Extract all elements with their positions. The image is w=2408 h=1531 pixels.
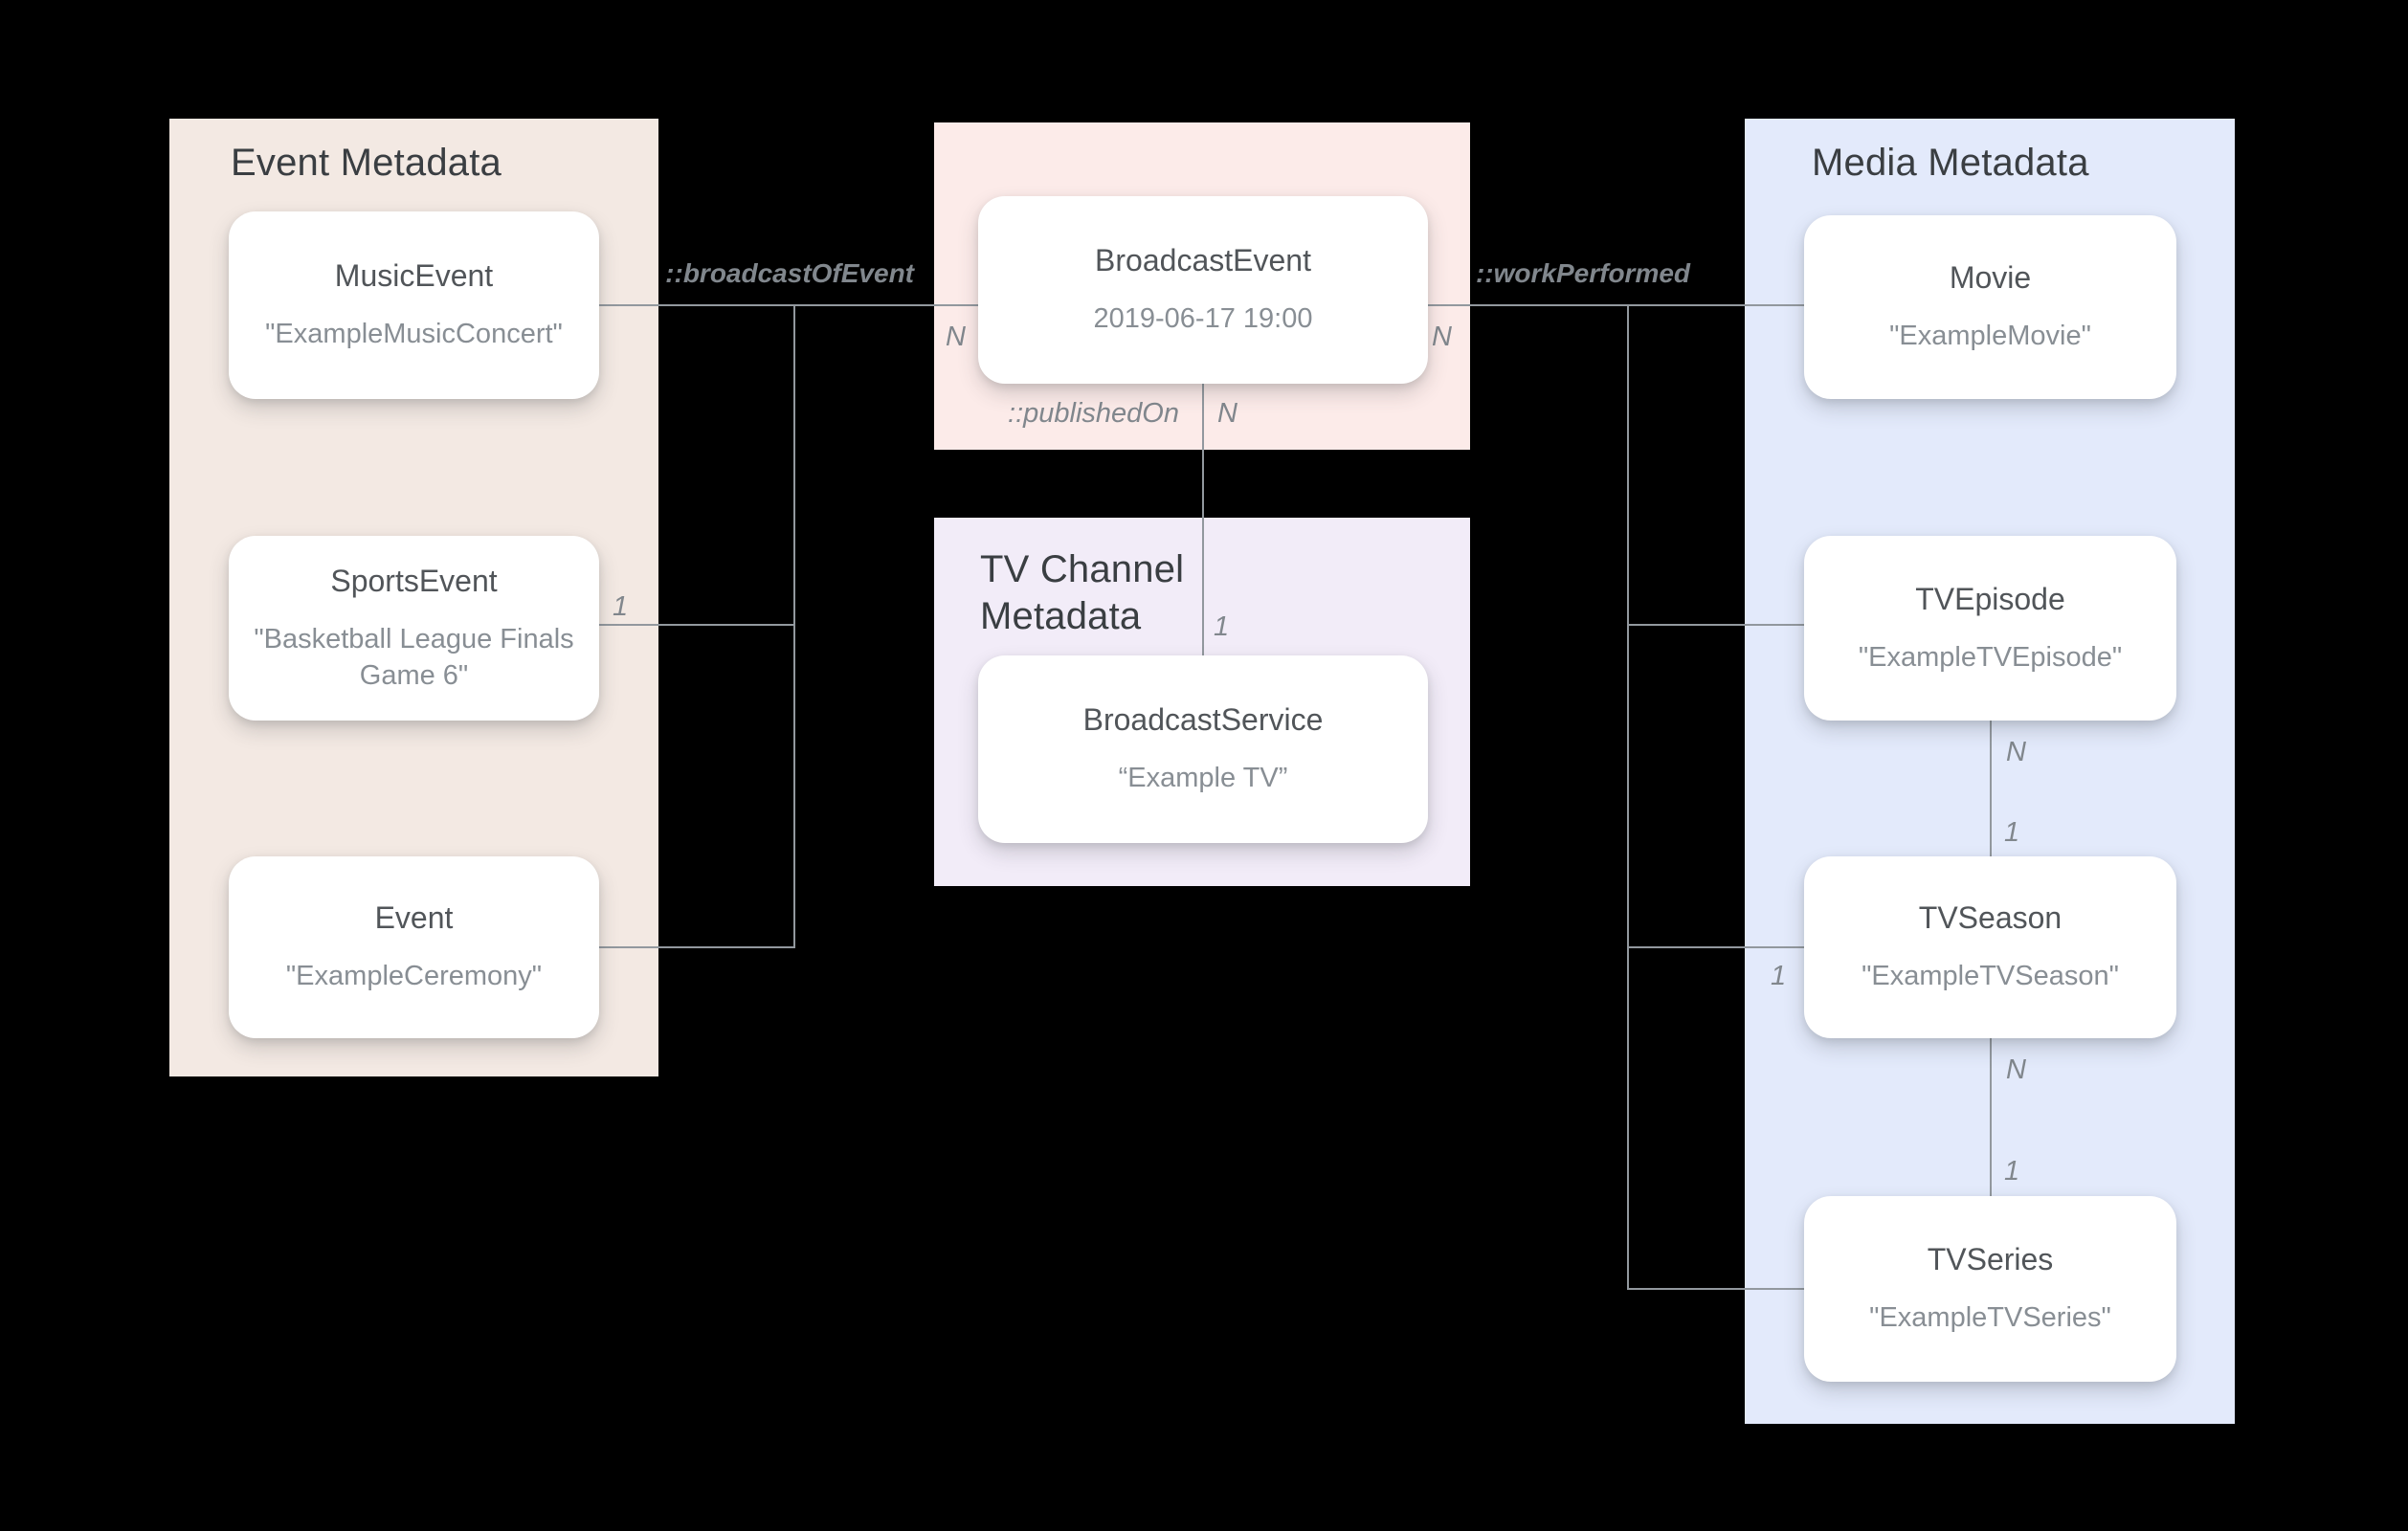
connector-tvseries-branch [1628, 1288, 1804, 1290]
panel-title-media-metadata: Media Metadata [1812, 142, 2089, 184]
node-title: BroadcastEvent [1095, 243, 1311, 277]
connector-event-branch [599, 946, 794, 948]
node-title: TVSeries [1927, 1242, 2054, 1276]
connector-season-series [1990, 1038, 1992, 1196]
panel-title-event-metadata: Event Metadata [231, 142, 502, 184]
node-value: "ExampleCeremony" [285, 961, 543, 991]
connector-musicevent-broadcastevent [599, 304, 978, 306]
cardinality-publishedon-n: N [1217, 398, 1237, 429]
node-title: BroadcastService [1082, 702, 1324, 737]
cardinality-season-series-n: N [2006, 1054, 2026, 1085]
node-title: MusicEvent [334, 258, 494, 293]
node-tvseason: TVSeason "ExampleTVSeason" [1804, 856, 2176, 1038]
node-value: "ExampleTVSeason" [1862, 961, 2119, 991]
node-tvepisode: TVEpisode "ExampleTVEpisode" [1804, 536, 2176, 721]
cardinality-season-series-1: 1 [2004, 1156, 2020, 1187]
node-value: "ExampleTVEpisode" [1858, 641, 2123, 673]
node-sportsevent: SportsEvent "Basketball League Finals Ga… [229, 536, 599, 721]
node-title: TVEpisode [1915, 581, 2065, 616]
node-tvseries: TVSeries "ExampleTVSeries" [1804, 1196, 2176, 1382]
node-musicevent: MusicEvent "ExampleMusicConcert" [229, 211, 599, 399]
connector-broadcastevent-movie [1428, 304, 1804, 306]
relation-label-publishedon: ::publishedOn [1008, 398, 1179, 429]
node-broadcastservice: BroadcastService “Example TV” [978, 655, 1428, 843]
cardinality-workperformed-n: N [1432, 322, 1452, 352]
connector-event-trunk [793, 304, 795, 948]
connector-tvseason-branch [1628, 946, 1804, 948]
connector-media-trunk [1627, 304, 1629, 1290]
node-broadcastevent: BroadcastEvent 2019-06-17 19:00 [978, 196, 1428, 384]
node-value: "Basketball League Finals Game 6" [254, 623, 574, 691]
node-value: 2019-06-17 19:00 [1093, 303, 1313, 334]
cardinality-tvseason-left-1: 1 [1771, 961, 1787, 991]
cardinality-broadcastofevent-n: N [946, 322, 966, 352]
node-value: “Example TV” [1118, 763, 1288, 793]
cardinality-episode-season-n: N [2006, 737, 2026, 767]
node-title: Movie [1949, 260, 2032, 295]
cardinality-publishedon-1: 1 [1214, 611, 1230, 642]
node-movie: Movie "ExampleMovie" [1804, 215, 2176, 399]
connector-episode-season [1990, 721, 1992, 856]
node-title: TVSeason [1918, 900, 2062, 935]
relation-label-broadcastofevent: ::broadcastOfEvent [665, 258, 914, 288]
connector-sportsevent-branch [599, 624, 794, 626]
relation-label-workperformed: ::workPerformed [1475, 258, 1691, 288]
connector-publishedon [1202, 384, 1204, 655]
panel-title-tv-channel-metadata: TV Channel Metadata [980, 548, 1185, 637]
node-value: "ExampleMovie" [1889, 321, 2091, 351]
node-title: Event [374, 900, 454, 935]
node-value: "ExampleMusicConcert" [265, 319, 563, 349]
connector-tvepisode-branch [1628, 624, 1804, 626]
node-value: "ExampleTVSeries" [1869, 1302, 2111, 1333]
node-title: SportsEvent [330, 563, 498, 598]
node-event: Event "ExampleCeremony" [229, 856, 599, 1038]
cardinality-episode-season-1: 1 [2004, 817, 2020, 848]
cardinality-sportsevent-1: 1 [613, 591, 629, 622]
